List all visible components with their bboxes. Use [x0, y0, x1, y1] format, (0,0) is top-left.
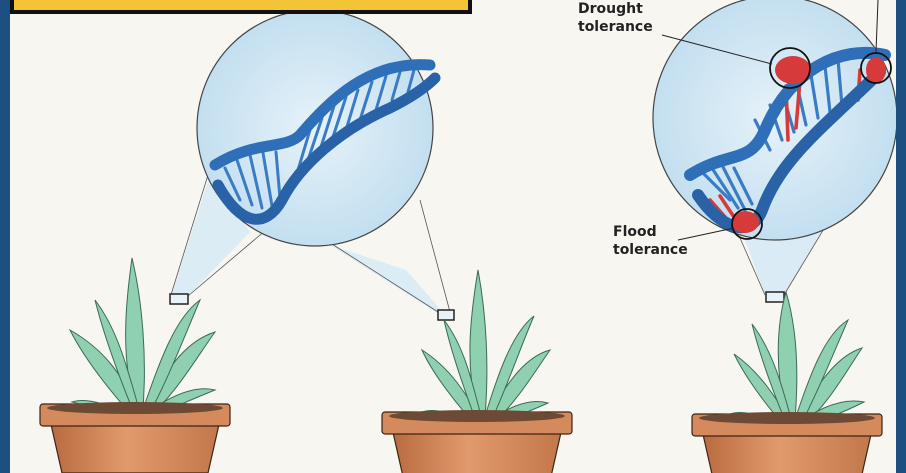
drought-tolerance-label: Drought tolerance — [578, 0, 653, 36]
illustration-canvas: Drought tolerance Flood tolerance — [10, 0, 896, 473]
plant-right — [692, 292, 882, 473]
flood-label-line2: tolerance — [613, 241, 688, 259]
magnifier-left — [170, 10, 454, 320]
drought-label-line2: tolerance — [578, 18, 653, 36]
flood-tolerance-label: Flood tolerance — [613, 223, 688, 259]
plant-middle — [382, 270, 572, 473]
focus-box-middle — [438, 310, 454, 320]
focus-box-left — [170, 294, 188, 304]
drought-label-line1: Drought — [578, 0, 653, 18]
title-box — [10, 0, 472, 14]
flood-label-line1: Flood — [613, 223, 688, 241]
focus-box-right — [766, 292, 784, 302]
diagram-art — [10, 0, 896, 473]
magnifier-right — [653, 0, 896, 302]
plant-left — [40, 258, 230, 473]
